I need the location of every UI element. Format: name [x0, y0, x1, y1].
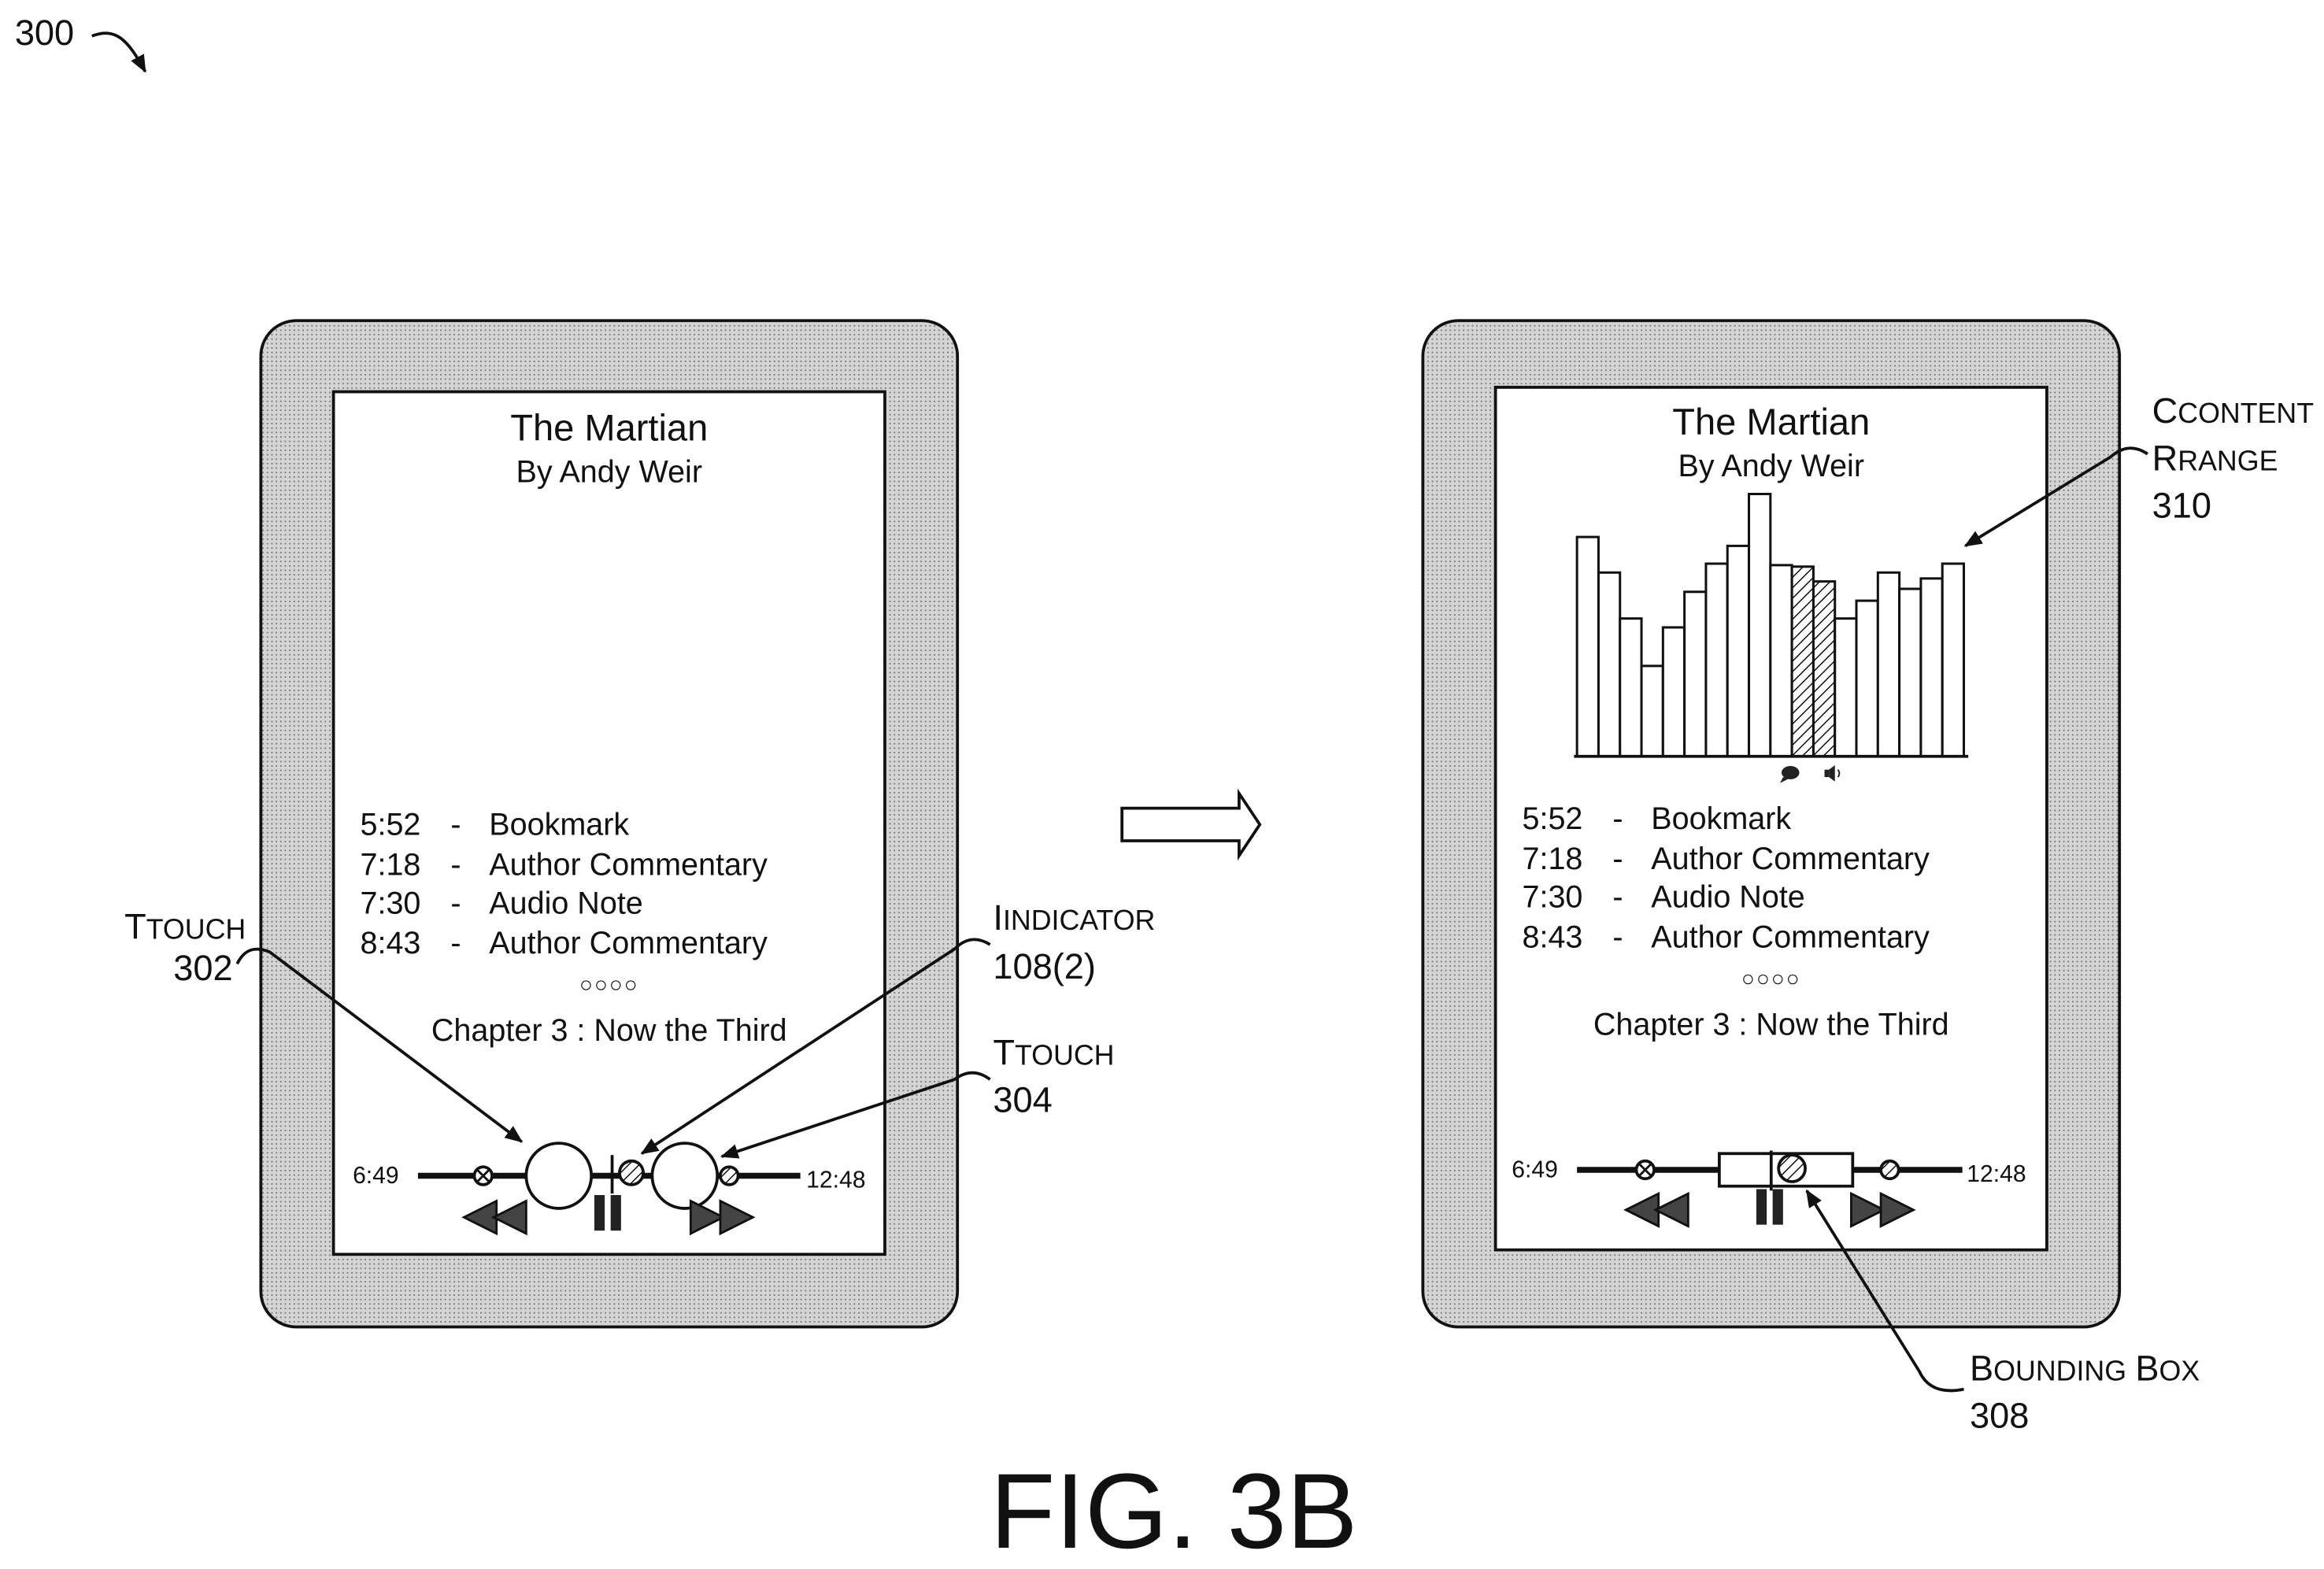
touch-point-304[interactable] [652, 1143, 717, 1208]
callout-indicator-number: 108(2) [993, 946, 1096, 986]
callout-content-range-number: 310 [2152, 486, 2211, 526]
histogram-bar[interactable] [1835, 619, 1856, 757]
list-item[interactable]: 5:52 - Bookmark [1522, 801, 1791, 836]
event-time: 7:30 [1522, 880, 1582, 915]
callout-indicator-label: IIndicator [993, 897, 1155, 938]
histogram-bar[interactable] [1749, 494, 1771, 757]
transition-arrow-icon [1122, 794, 1260, 856]
histogram-bar[interactable] [1921, 579, 1942, 757]
callout-touch-304-label: TTouch [993, 1032, 1114, 1072]
touch-point-302[interactable] [526, 1143, 591, 1208]
event-time: 8:43 [1522, 920, 1582, 955]
event-separator: - [450, 847, 461, 882]
scrubber-marker-note[interactable] [1881, 1161, 1899, 1179]
event-label: Audio Note [489, 886, 643, 920]
page-dots: ○○○○ [579, 971, 639, 997]
histogram-bar[interactable] [1900, 589, 1921, 757]
chapter-label: Chapter 3 : Now the Third [1593, 1008, 1949, 1042]
event-label: Author Commentary [489, 926, 768, 960]
figure-ref-number: 300 [15, 13, 74, 53]
callout-bounding-box-number: 308 [1970, 1396, 2029, 1436]
event-label: Bookmark [1651, 801, 1791, 836]
event-separator: - [1612, 880, 1623, 915]
event-time: 8:43 [360, 926, 420, 960]
event-separator: - [1612, 842, 1623, 876]
event-time: 7:30 [360, 886, 420, 920]
histogram-bar[interactable] [1620, 619, 1641, 757]
scrubber-marker-note[interactable] [720, 1167, 738, 1185]
event-separator: - [450, 808, 461, 842]
histogram-bar[interactable] [1727, 546, 1749, 756]
left-device: The Martian By Andy Weir 5:52 - Bookmark… [261, 320, 957, 1327]
histogram-bar[interactable] [1685, 592, 1706, 757]
indicator-marker[interactable] [1778, 1155, 1805, 1182]
event-separator: - [450, 886, 461, 920]
indicator-marker[interactable] [620, 1161, 643, 1185]
callout-touch-304-number: 304 [993, 1080, 1052, 1120]
page-dots: ○○○○ [1741, 966, 1801, 991]
callout-touch-302-label: TTouch [124, 906, 246, 946]
event-label: Author Commentary [1651, 920, 1930, 955]
figure-caption: FIG. 3B [990, 1451, 1358, 1569]
time-end: 12:48 [806, 1167, 865, 1193]
event-label: Audio Note [1651, 880, 1805, 915]
histogram-bar-selected[interactable] [1813, 582, 1834, 757]
callout-content-range-label-1: CContent [2152, 390, 2315, 431]
histogram-bar[interactable] [1856, 601, 1878, 757]
figure-ref-arrow [92, 33, 146, 72]
list-item[interactable]: 7:30 - Audio Note [360, 886, 642, 920]
book-author: By Andy Weir [516, 454, 702, 489]
event-time: 7:18 [360, 847, 420, 882]
event-separator: - [1612, 920, 1623, 955]
histogram-bar[interactable] [1942, 564, 1963, 757]
event-separator: - [450, 926, 461, 960]
list-item[interactable]: 5:52 - Bookmark [360, 808, 629, 842]
event-separator: - [1612, 801, 1623, 836]
callout-touch-302-number: 302 [173, 948, 232, 988]
book-author: By Andy Weir [1678, 449, 1864, 483]
list-item[interactable]: 7:30 - Audio Note [1522, 880, 1804, 915]
event-time: 5:52 [360, 808, 420, 842]
scrubber-marker-bookmark[interactable] [474, 1167, 492, 1185]
histogram-bar[interactable] [1663, 627, 1684, 757]
callout-bounding-box-label: BOUNDINGBOX [1970, 1348, 2200, 1388]
time-start: 6:49 [353, 1163, 399, 1189]
histogram-bar[interactable] [1641, 666, 1663, 757]
scrubber-marker-bookmark[interactable] [1636, 1161, 1654, 1179]
event-label: Bookmark [489, 808, 629, 842]
time-start: 6:49 [1512, 1156, 1558, 1182]
histogram-bar-selected[interactable] [1792, 567, 1813, 757]
histogram-bar[interactable] [1771, 565, 1792, 757]
event-time: 7:18 [1522, 842, 1582, 876]
histogram-bar[interactable] [1878, 572, 1899, 756]
event-label: Author Commentary [1651, 842, 1930, 876]
right-device: The Martian By Andy Weir 5:52 - Bookmark… [1423, 320, 2119, 1327]
histogram-bar[interactable] [1577, 537, 1598, 757]
callout-bounding-box-word-1: OUNDING [1993, 1355, 2126, 1386]
book-title: The Martian [510, 407, 708, 449]
event-label: Author Commentary [489, 847, 768, 882]
callout-content-range-label-2: RRange [2152, 438, 2278, 478]
chapter-label: Chapter 3 : Now the Third [431, 1013, 787, 1048]
histogram-bar[interactable] [1598, 572, 1619, 756]
event-time: 5:52 [1522, 801, 1582, 836]
book-title: The Martian [1672, 401, 1870, 442]
time-end: 12:48 [1967, 1161, 2026, 1187]
histogram-bar[interactable] [1706, 564, 1727, 757]
